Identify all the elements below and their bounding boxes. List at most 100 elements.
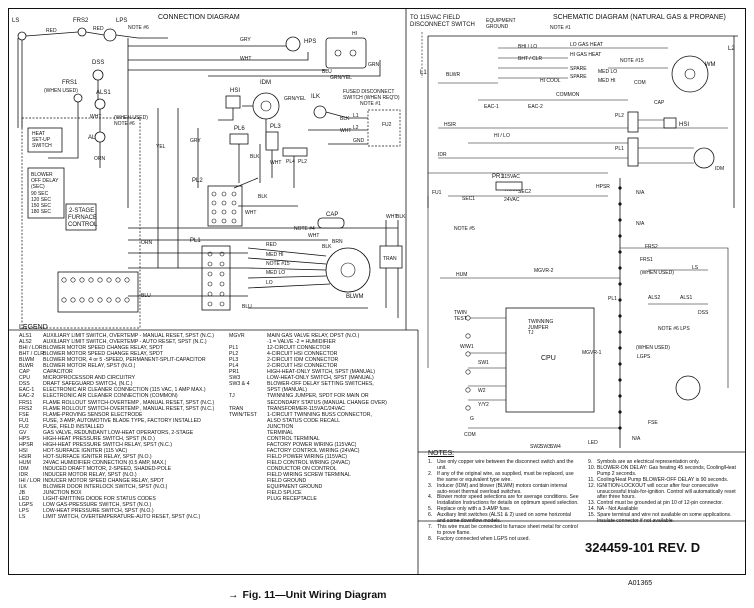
terminal-point [465,387,471,393]
left-vertical-wires [17,38,23,128]
note-item: 10.BLOWER-ON DELAY: Gas heating 45 secon… [588,464,740,478]
note-item-key: 11. [588,476,595,483]
legend-entry-key [229,496,267,502]
legend-entry-key: LS [19,514,26,521]
svg-text:HI COOL: HI COOL [540,78,561,84]
legend-entry-text: INDUCER MOTOR RELAY, SPST (N.O.) [43,472,137,479]
legend-entry-key: IDR [19,472,28,479]
legend-entry: FIELD SPLICE [229,490,414,496]
ilk-label: ILK [311,94,320,100]
svg-text:LED: LED [588,440,598,446]
legend-entry-key: ALS2 [19,339,32,346]
legend-entry-text: 12-CIRCUIT CONNECTOR [267,345,331,352]
legend-entry-text: DRAFT SAFEGUARD SWITCH, (N.C.) [43,381,133,388]
terminal-point [231,218,237,224]
svg-text:CONTROL: CONTROL [68,222,98,228]
terminal-point [221,191,227,197]
legend-entry-text: MICROPROCESSOR AND CIRCUITRY [43,375,136,382]
legend-entry-key: FRS1 [19,399,33,406]
svg-text:MGVR-2: MGVR-2 [534,268,554,274]
legend-entry: FIELD GROUND [229,478,414,484]
legend-entry-text: EQUIPMENT GROUND [267,484,323,491]
lps-switch [103,28,117,42]
blower-harness [128,227,398,309]
legend-entry-text: FLAME ROLLOUT SWITCH-OVERTEMP , MANUAL R… [43,399,215,406]
frs2-label: FRS2 [73,18,89,24]
terminal-point [618,250,622,254]
idr-label: IDR [438,152,447,158]
pl4-label: PL4 [286,159,295,165]
legend-entry-text: INDUCER MOTOR SPEED CHANGE RELAY, SPDT [43,478,165,485]
heat-setup-switch-box [27,127,63,153]
legend-entry-key: EAC-1 [19,387,35,394]
svg-text:TWIN: TWIN [454,310,467,316]
legend-entry-text: LIGHT-EMITTING DIODE FOR STATUS CODES [43,496,156,503]
legend-entry: CONDUCTOR ON CONTROL [229,466,414,472]
legend-entry-text: PLUG RECEPTACLE [267,496,317,503]
svg-text:CAP: CAP [654,100,665,106]
svg-text:SW1: SW1 [478,360,489,366]
note-item-text: NA - Not Available [597,506,638,513]
svg-text:24VAC: 24VAC [504,197,520,203]
terminal-point [207,291,213,297]
svg-text:PL1: PL1 [608,296,617,302]
svg-text:EAC-2: EAC-2 [528,104,543,110]
frs1-label: FRS1 [62,80,78,86]
note-item-text: BLOWER-ON DELAY: Gas heating 45 seconds,… [597,464,736,477]
svg-text:MGVR-1: MGVR-1 [582,350,602,356]
terminal-point [207,301,213,307]
svg-text:FRS1: FRS1 [640,257,653,263]
svg-text:W2: W2 [478,388,486,394]
svg-text:ALS1: ALS1 [680,295,692,301]
note6-label: NOTE #6 [128,25,149,31]
svg-text:SEC2: SEC2 [518,189,531,195]
svg-text:FURNACE: FURNACE [68,215,97,221]
svg-text:SW3: SW3 [540,444,551,450]
terminal-point [618,186,622,190]
svg-text:BLOWER: BLOWER [31,172,53,178]
hsi-element [225,95,241,109]
als1-switch [94,98,106,110]
terminal-point [231,209,237,215]
svg-text:NOTE #15: NOTE #15 [266,261,290,267]
legend-entry-text: SECONDARY STATUS (MANUAL CHANGE OVER) [267,399,387,406]
als-wires [48,38,129,208]
svg-text:WHT: WHT [270,160,281,166]
svg-text:HEAT: HEAT [32,131,45,137]
svg-text:FSE: FSE [648,420,658,426]
svg-text:2-STAGE: 2-STAGE [69,208,94,214]
note-item-key: 8. [428,535,433,542]
note-item-key: 1. [428,459,433,465]
note-item-text: Blower motor speed selections are for av… [437,494,579,507]
legend-entry-text: FIELD CONTROL WIRING (24VAC) [267,459,351,466]
note-item: 12.IGNITION-LOCKOUT will occur after fou… [588,483,740,502]
hsi-label: HSI [230,88,240,94]
note-item: 7.This wire must be connected to furnace… [428,524,580,537]
svg-text:W/W1: W/W1 [460,344,474,350]
legend-entry-text: JUNCTION [267,423,294,430]
terminal-point [207,281,213,287]
svg-text:115VAC: 115VAC [502,174,520,180]
svg-text:G: G [470,416,474,422]
legend-entry-key: PL2 [229,351,239,358]
ilk-switch [313,105,327,119]
note-item-text: Symbols are an electrical representation… [597,459,700,465]
connection-diagram-title: CONNECTION DIAGRAM [158,14,240,21]
note4-label: NOTE #4 [294,226,315,232]
legend-entry-text: LOW GAS-PRESSURE SWITCH, SPST (N.O.) [43,502,152,509]
legend-entry-key: PL1 [229,345,239,352]
terminal-point [465,351,471,357]
svg-text:SPARE: SPARE [570,74,587,80]
terminal-point [70,277,76,283]
svg-text:N/A: N/A [636,190,645,196]
legend-entry-key: ILK [19,484,27,491]
